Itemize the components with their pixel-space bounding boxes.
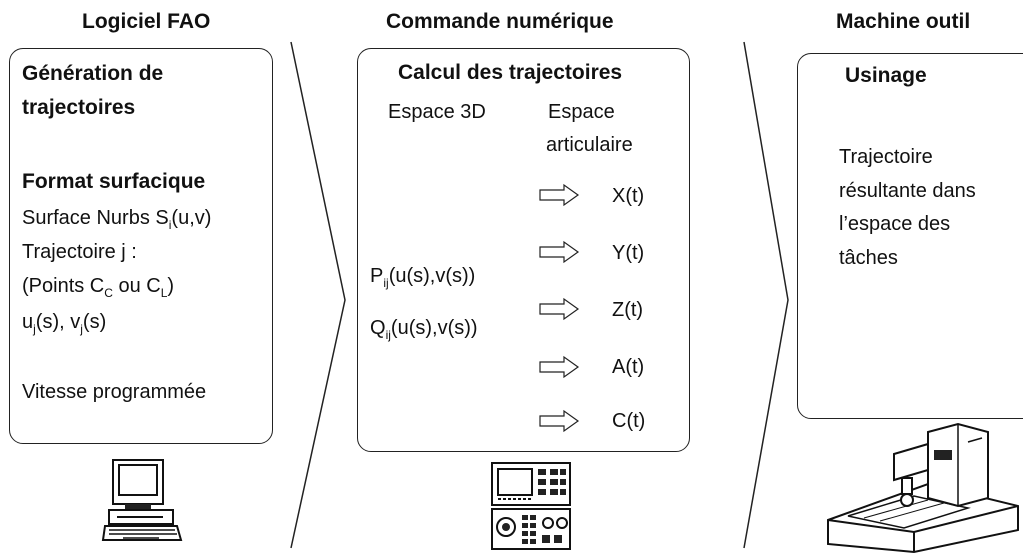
mo-heading: Usinage <box>845 64 927 87</box>
cn-output-z: Z(t) <box>612 299 644 321</box>
fao-points-line: (Points CC ou CL) <box>22 275 175 300</box>
machine-tool-icon <box>827 422 1019 554</box>
cnc-controller-icon <box>491 462 571 550</box>
fao-speed-line: Vitesse programmée <box>22 381 207 403</box>
chevron-arrow-1 <box>290 41 346 549</box>
cn-heading: Calcul des trajectoires <box>398 61 623 84</box>
arrow-icon-x <box>539 183 580 207</box>
fao-format-heading: Format surfacique <box>22 170 206 193</box>
mo-text-line1: Trajectoire <box>839 146 933 168</box>
column-title-mo: Machine outil <box>836 10 971 33</box>
cn-output-a: A(t) <box>612 356 645 378</box>
arrow-icon-c <box>539 409 580 433</box>
mo-text-line2: résultante dans <box>839 180 976 202</box>
mo-box <box>797 53 1023 419</box>
cn-output-c: C(t) <box>612 410 646 432</box>
cn-col2-label-line2: articulaire <box>546 134 633 156</box>
cn-col2-label-line1: Espace <box>548 101 615 123</box>
cn-input-q: Qij(u(s),v(s)) <box>370 317 478 342</box>
arrow-icon-a <box>539 355 580 379</box>
arrow-icon-y <box>539 240 580 264</box>
chevron-arrow-2 <box>743 41 789 549</box>
mo-text-line3: l’espace des <box>839 213 951 235</box>
fao-uv-line: uj(s), vj(s) <box>22 311 107 336</box>
column-title-fao: Logiciel FAO <box>82 10 211 33</box>
cn-box <box>357 48 690 452</box>
cn-input-p: Pij(u(s),v(s)) <box>370 265 476 290</box>
cn-output-y: Y(t) <box>612 242 645 264</box>
fao-surface-line: Surface Nurbs Si(u,v) <box>22 207 212 232</box>
arrow-icon-z <box>539 297 580 321</box>
column-title-cn: Commande numérique <box>386 10 614 33</box>
fao-box <box>9 48 273 444</box>
fao-trajectory-line: Trajectoire j : <box>22 241 137 263</box>
cn-col1-label: Espace 3D <box>388 101 486 123</box>
fao-heading-line1: Génération de <box>22 62 164 85</box>
fao-heading-line2: trajectoires <box>22 96 136 119</box>
computer-icon <box>101 459 183 541</box>
cn-output-x: X(t) <box>612 185 645 207</box>
mo-text-line4: tâches <box>839 247 898 269</box>
